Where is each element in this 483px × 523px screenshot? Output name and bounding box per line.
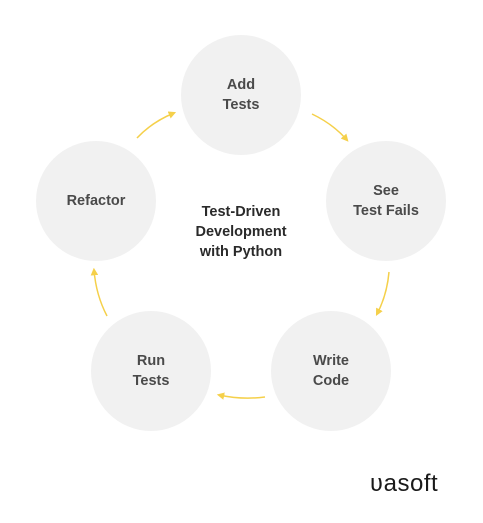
brand-logo: ʋasoft [370, 470, 439, 497]
step-run-tests-label: Run Tests [132, 353, 170, 389]
step-add-tests: Add Tests [181, 35, 301, 155]
arrow-write-to-run [216, 392, 266, 400]
arrow-refactor-to-add [136, 111, 177, 139]
step-write-code-label: Write Code [312, 353, 350, 389]
step-see-test-fails-label: See Test Fails [353, 183, 419, 219]
arrow-see-to-write [375, 271, 390, 316]
arrow-add-to-see [311, 113, 349, 142]
step-refactor: Refactor [36, 141, 156, 261]
step-see-test-fails: See Test Fails [326, 141, 446, 261]
step-add-tests-label: Add Tests [222, 77, 260, 113]
step-refactor-label: Refactor [66, 193, 126, 209]
arrow-run-to-refactor [90, 267, 108, 317]
step-run-tests: Run Tests [91, 311, 211, 431]
step-write-code: Write Code [271, 311, 391, 431]
diagram-title: Test-Driven Development with Python [195, 204, 287, 260]
